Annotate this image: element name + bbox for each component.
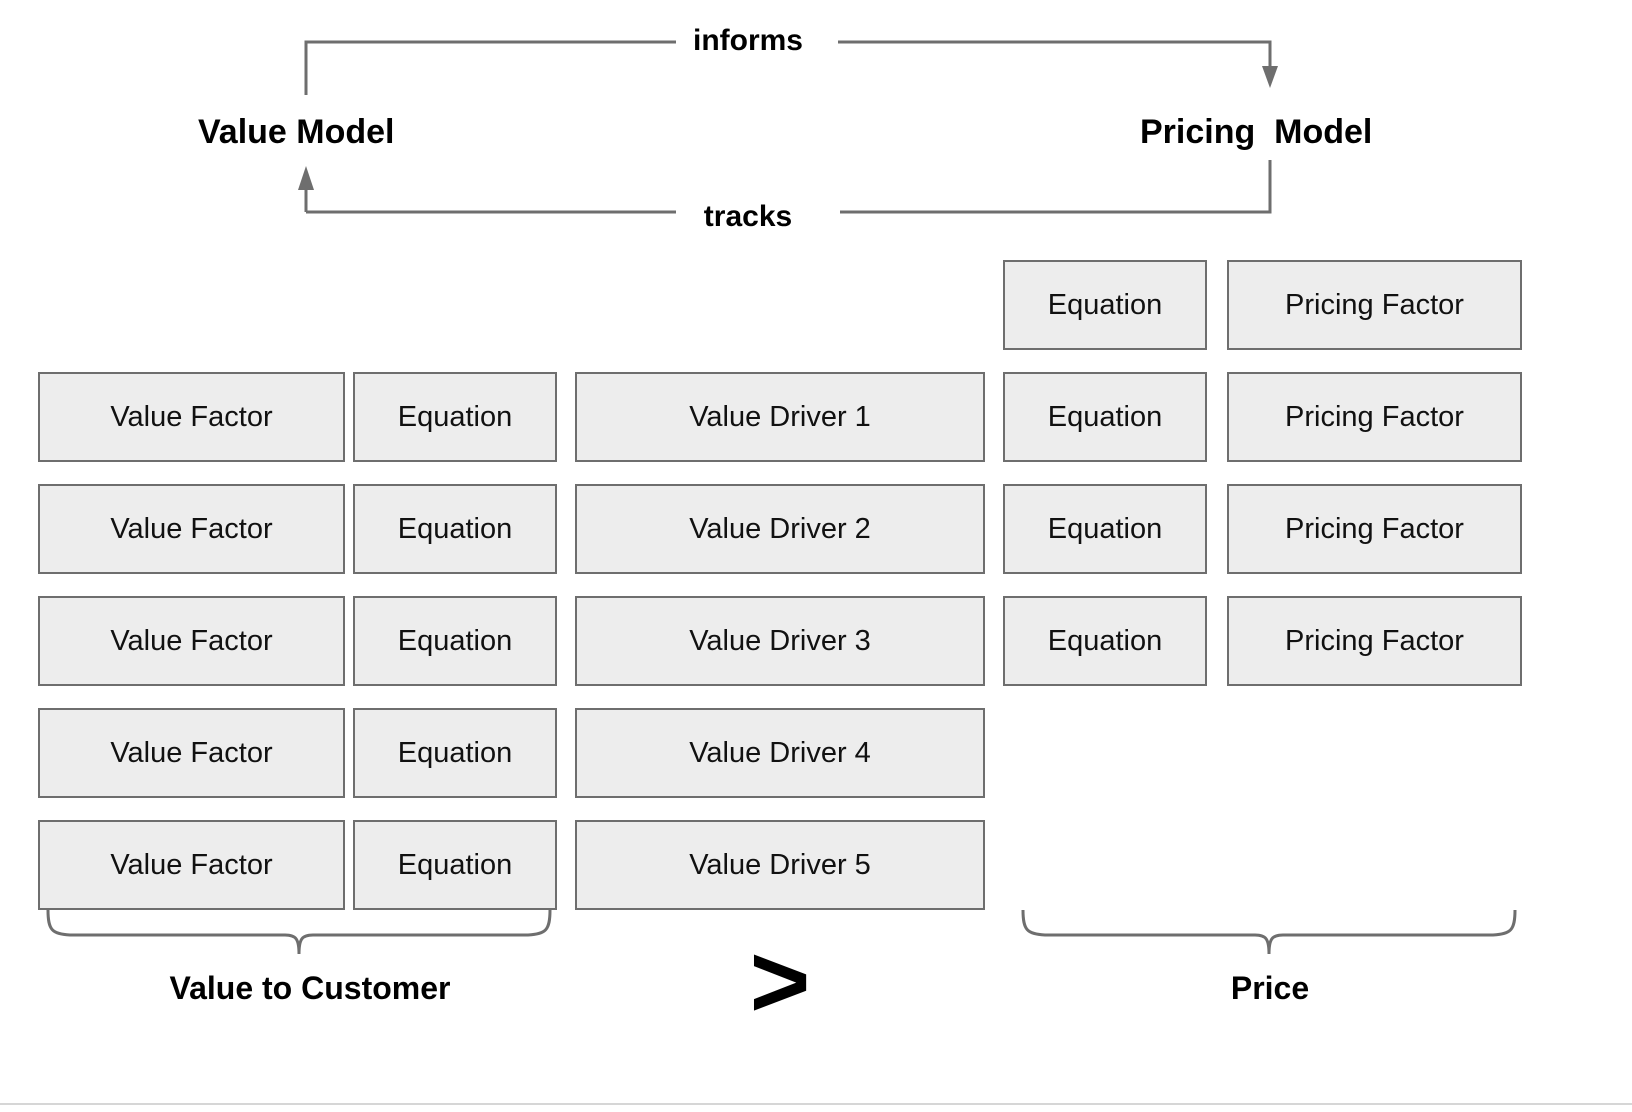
equation-box-left-2[interactable]: Equation — [353, 484, 557, 574]
informs-line-right — [838, 40, 1272, 72]
value-model-node: Value Model — [198, 113, 395, 151]
value-driver-box-2[interactable]: Value Driver 2 — [575, 484, 985, 574]
equation-box-left-5[interactable]: Equation — [353, 820, 557, 910]
equation-box-left-3[interactable]: Equation — [353, 596, 557, 686]
pricing-factor-box-2[interactable]: Pricing Factor — [1227, 484, 1522, 574]
pricing-model-node: Pricing Model — [1140, 113, 1373, 151]
value-driver-box-1[interactable]: Value Driver 1 — [575, 372, 985, 462]
equation-box-right-3[interactable]: Equation — [1003, 596, 1207, 686]
summary-label-price: Price — [1230, 970, 1310, 1006]
value-driver-box-3[interactable]: Value Driver 3 — [575, 596, 985, 686]
value-factor-box-2[interactable]: Value Factor — [38, 484, 345, 574]
value-factor-box-5[interactable]: Value Factor — [38, 820, 345, 910]
footer-divider — [0, 1103, 1632, 1105]
cycle-connectors — [298, 40, 1278, 214]
pricing-factor-box-3[interactable]: Pricing Factor — [1227, 596, 1522, 686]
equation-box-right-2[interactable]: Equation — [1003, 484, 1207, 574]
pricing-factor-box-1[interactable]: Pricing Factor — [1227, 372, 1522, 462]
equation-box-right-top[interactable]: Equation — [1003, 260, 1207, 350]
greater-than-symbol: > — [749, 924, 811, 1040]
equation-box-left-1[interactable]: Equation — [353, 372, 557, 462]
value-factor-box-3[interactable]: Value Factor — [38, 596, 345, 686]
summary-label-value-to-customer: Value to Customer — [169, 970, 451, 1006]
edge-label-informs: informs — [692, 24, 803, 57]
pricing-factor-box-top[interactable]: Pricing Factor — [1227, 260, 1522, 350]
brace-value-to-customer-icon — [46, 909, 552, 955]
value-factor-box-4[interactable]: Value Factor — [38, 708, 345, 798]
value-factor-box-1[interactable]: Value Factor — [38, 372, 345, 462]
equation-box-right-1[interactable]: Equation — [1003, 372, 1207, 462]
tracks-line-right — [840, 160, 1272, 214]
value-driver-box-4[interactable]: Value Driver 4 — [575, 708, 985, 798]
brace-price-icon — [1021, 909, 1517, 955]
tracks-arrowhead-icon — [298, 166, 314, 190]
informs-arrowhead-icon — [1262, 66, 1278, 88]
value-driver-box-5[interactable]: Value Driver 5 — [575, 820, 985, 910]
edge-label-tracks: tracks — [703, 200, 793, 233]
equation-box-left-4[interactable]: Equation — [353, 708, 557, 798]
informs-line-left — [304, 40, 676, 95]
